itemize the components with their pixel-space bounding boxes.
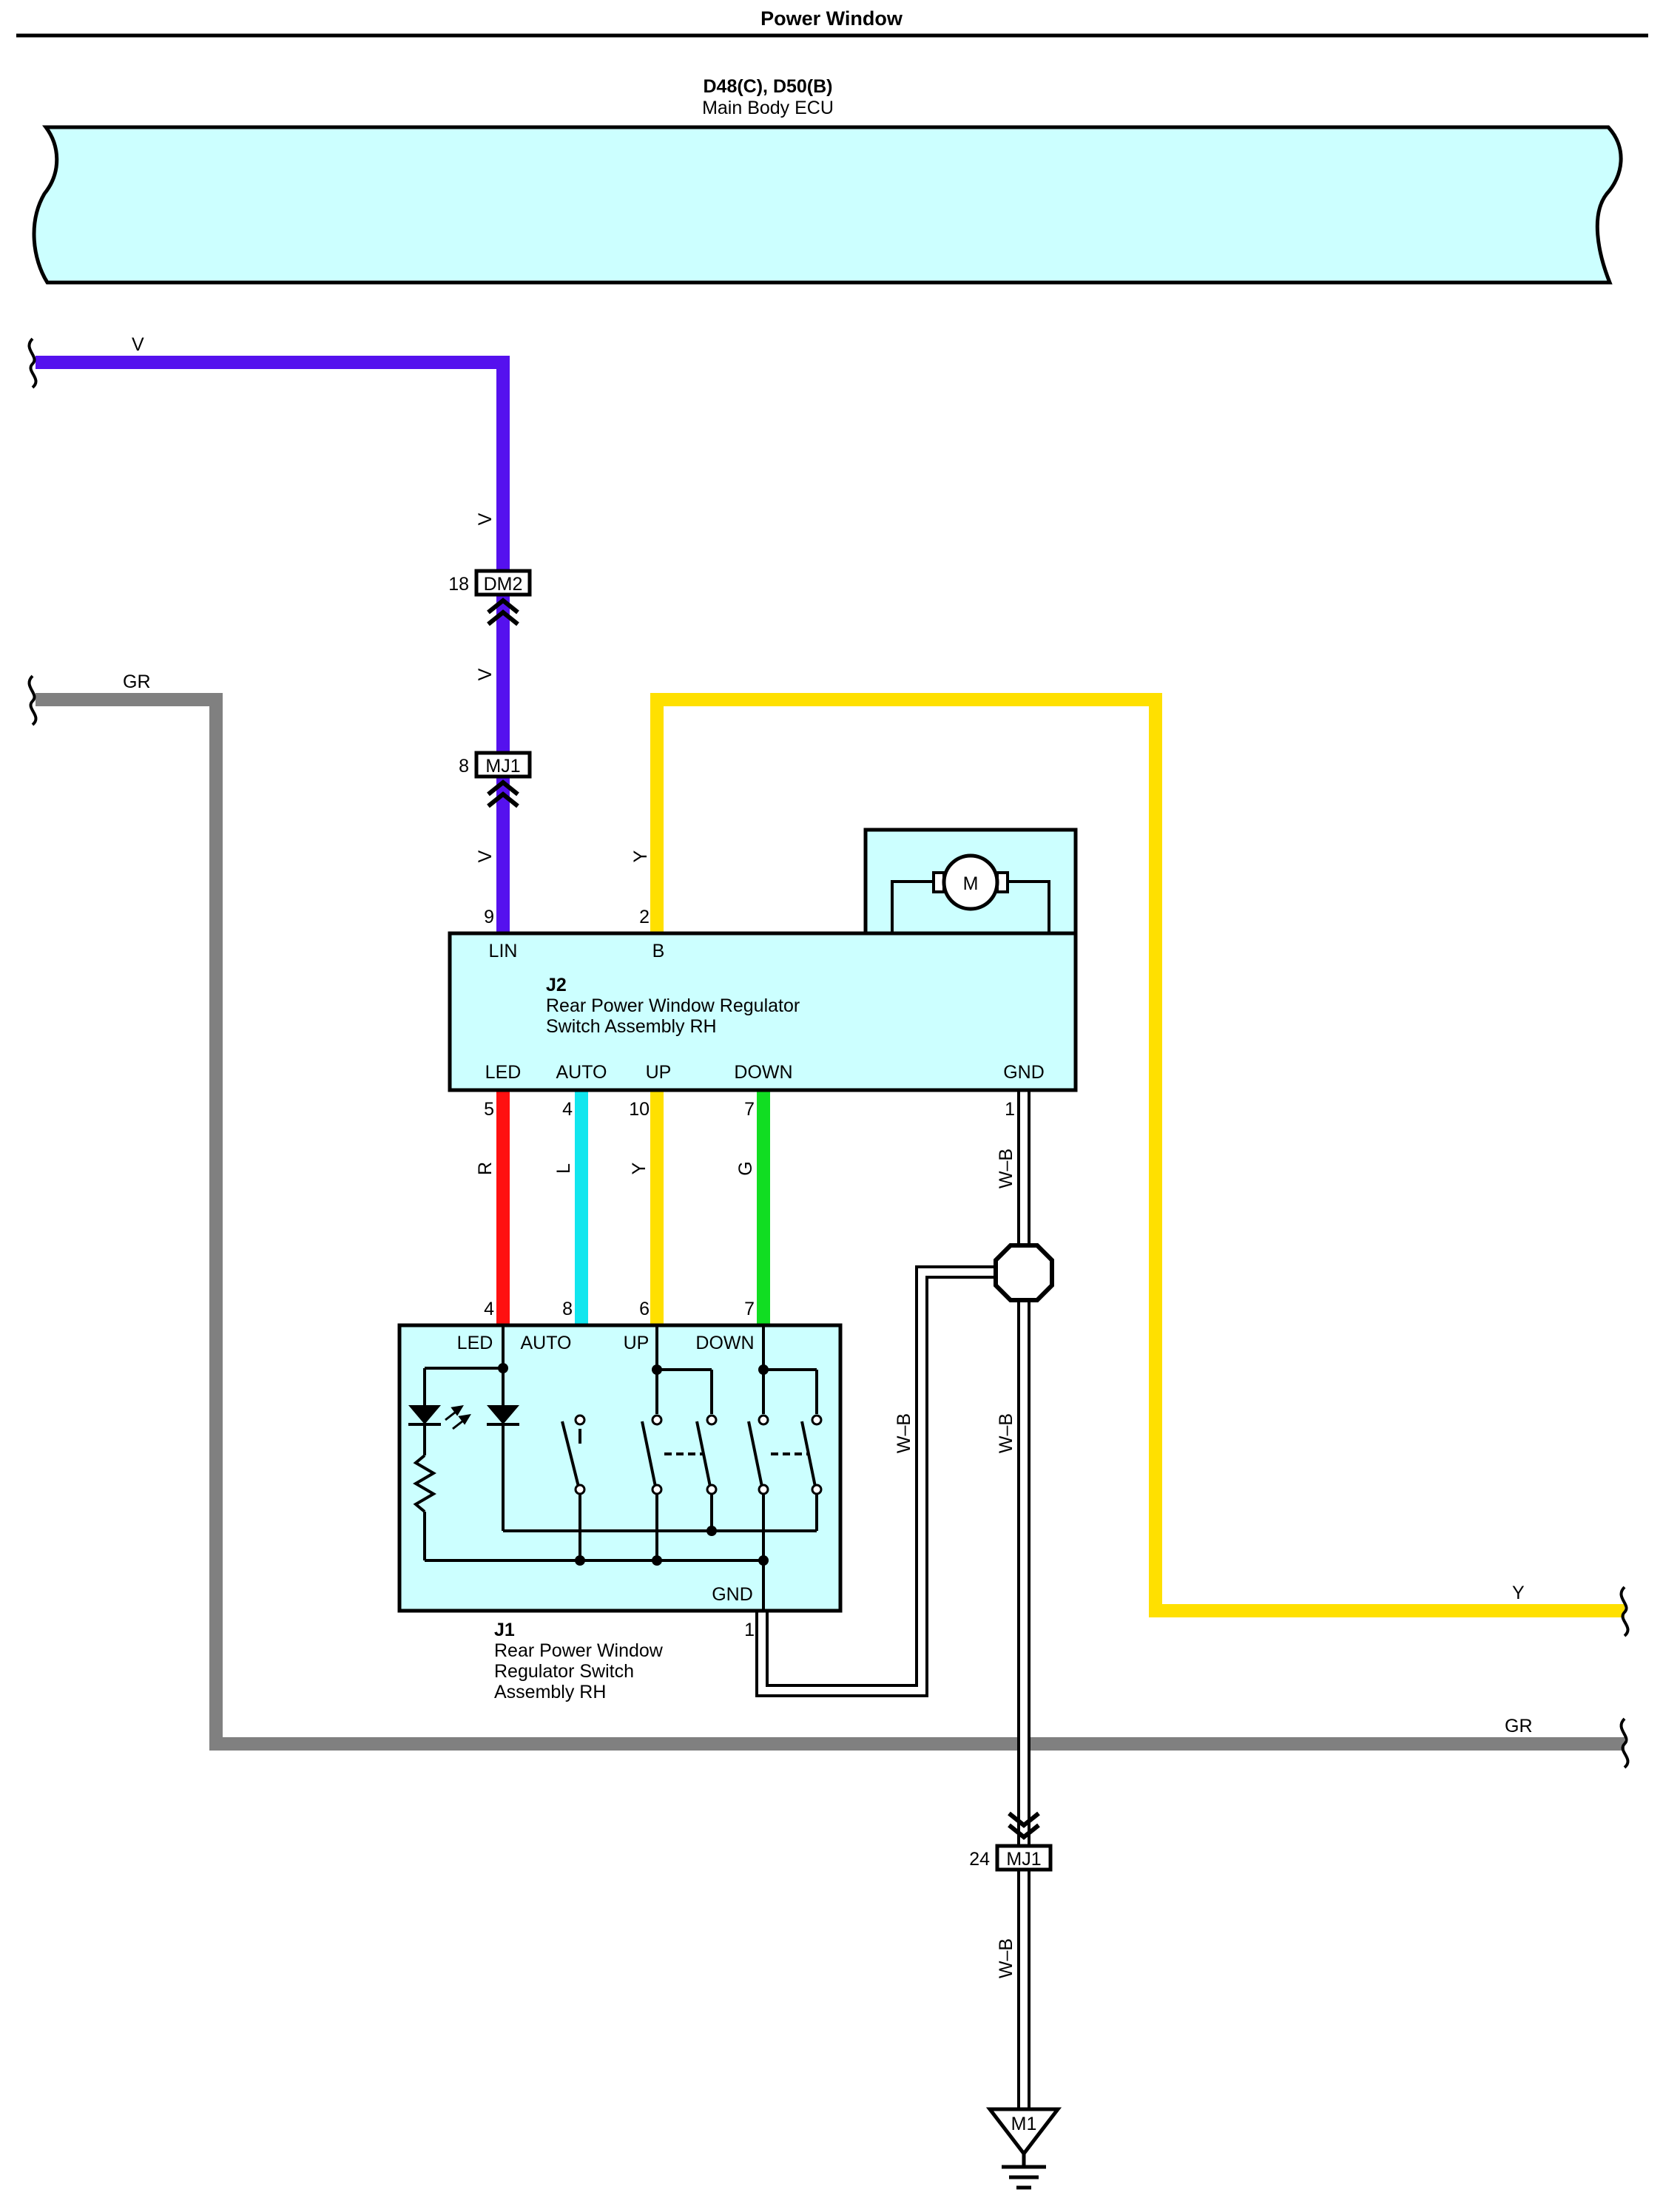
- junction-dots: [498, 1363, 769, 1566]
- j1-pin-gnd: 1: [744, 1620, 755, 1640]
- connector-mj1-lower-chevrons: [1008, 1811, 1040, 1840]
- ground-m1-triangle: [985, 2107, 1062, 2157]
- wire-label-y-right: Y: [1512, 1583, 1525, 1603]
- j2-name-line1: Rear Power Window Regulator: [546, 995, 800, 1016]
- led-diode-icon: [408, 1405, 441, 1424]
- connector-mj1-upper-chevrons: [487, 779, 519, 808]
- wire-y-right-break: [1619, 1586, 1630, 1637]
- wire-label-v1: V: [475, 513, 496, 525]
- wire-y: [650, 693, 1625, 1617]
- connector-mj1-upper-name: MJ1: [485, 756, 520, 777]
- wire-label-v3: V: [475, 850, 496, 862]
- wire-label-y-top: Y: [630, 850, 651, 862]
- wire-label-wb2: W–B: [894, 1413, 914, 1453]
- j1-name-line3: Assembly RH: [494, 1682, 606, 1702]
- wire-v: [36, 356, 510, 933]
- j2-id: J2: [546, 975, 567, 995]
- page-title: Power Window: [760, 7, 903, 30]
- connector-dm2-name: DM2: [484, 574, 523, 595]
- wire-label-g: G: [735, 1161, 756, 1175]
- wire-label-l: L: [553, 1163, 574, 1174]
- j1-term-led: LED: [457, 1333, 493, 1353]
- j1-pin-up: 6: [639, 1299, 650, 1319]
- j1-name-line1: Rear Power Window: [494, 1640, 664, 1661]
- j1-internal-circuit: [413, 1325, 818, 1611]
- wire-label-gr-left: GR: [123, 672, 151, 692]
- wire-label-gr-right: GR: [1505, 1716, 1533, 1736]
- j2-term-auto: AUTO: [556, 1062, 607, 1083]
- wire-label-v-top: V: [132, 334, 144, 355]
- j2-term-up: UP: [646, 1062, 672, 1083]
- j1-pin-down: 7: [744, 1299, 755, 1319]
- led-light-arrows-icon: [445, 1404, 471, 1430]
- j1-term-down: DOWN: [695, 1333, 754, 1353]
- wire-v-break: [27, 337, 38, 389]
- j2-pin-led: 5: [484, 1099, 494, 1120]
- j1-name-line2: Regulator Switch: [494, 1661, 634, 1682]
- j2-pin-up: 10: [629, 1099, 650, 1120]
- connector-dm2: [474, 569, 532, 597]
- j2-name-line2: Switch Assembly RH: [546, 1016, 717, 1037]
- connector-mj1-lower-name: MJ1: [1006, 1849, 1041, 1870]
- wire-gr-right-break: [1619, 1717, 1630, 1769]
- wire-label-wb4: W–B: [996, 1938, 1016, 1978]
- splice-point: [994, 1243, 1054, 1302]
- wire-label-y-up: Y: [629, 1162, 650, 1174]
- wire-label-wb3: W–B: [996, 1413, 1016, 1453]
- connector-mj1-upper: [474, 751, 532, 779]
- wire-gr: [36, 693, 1625, 1751]
- j1-pin-auto: 8: [562, 1299, 573, 1319]
- j2-pin-auto: 4: [562, 1099, 573, 1120]
- j2-term-lin: LIN: [489, 941, 518, 961]
- connector-dm2-chevrons: [487, 598, 519, 626]
- wire-gr-left-break: [27, 674, 38, 726]
- j2-motor-label: M: [963, 873, 979, 894]
- motor-icon: [942, 853, 999, 911]
- j1-pin-led: 4: [484, 1299, 494, 1319]
- wire-label-r: R: [475, 1162, 496, 1175]
- indicator-diode-icon: [487, 1405, 519, 1424]
- j2-term-led: LED: [485, 1062, 522, 1083]
- j1-id: J1: [494, 1620, 515, 1640]
- ecu-body: [32, 125, 1623, 285]
- ecu-name: Main Body ECU: [702, 98, 834, 118]
- wire-label-wb1: W–B: [996, 1149, 1016, 1188]
- wire-label-v2: V: [475, 668, 496, 680]
- connector-mj1-lower: [995, 1844, 1053, 1872]
- j2-body: [448, 931, 1078, 1092]
- j1-term-gnd: GND: [712, 1584, 753, 1605]
- connector-mj1-lower-pin: 24: [969, 1849, 990, 1870]
- j1-term-up: UP: [624, 1333, 650, 1353]
- connector-mj1-upper-pin: 8: [459, 756, 469, 777]
- j2-pin-b: 2: [639, 907, 650, 927]
- j2-term-gnd: GND: [1003, 1062, 1045, 1083]
- connector-dm2-pin: 18: [448, 574, 469, 595]
- j2-term-b: B: [652, 941, 665, 961]
- j2-pin-gnd: 1: [1005, 1099, 1015, 1120]
- j2-pin-lin: 9: [484, 907, 494, 927]
- j1-term-auto: AUTO: [521, 1333, 572, 1353]
- j2-pin-down: 7: [744, 1099, 755, 1120]
- j2-term-down: DOWN: [734, 1062, 792, 1083]
- ground-m1-name: M1: [1011, 2114, 1037, 2134]
- ecu-connectors: D48(C), D50(B): [703, 76, 832, 97]
- switch-contacts: [574, 1414, 823, 1495]
